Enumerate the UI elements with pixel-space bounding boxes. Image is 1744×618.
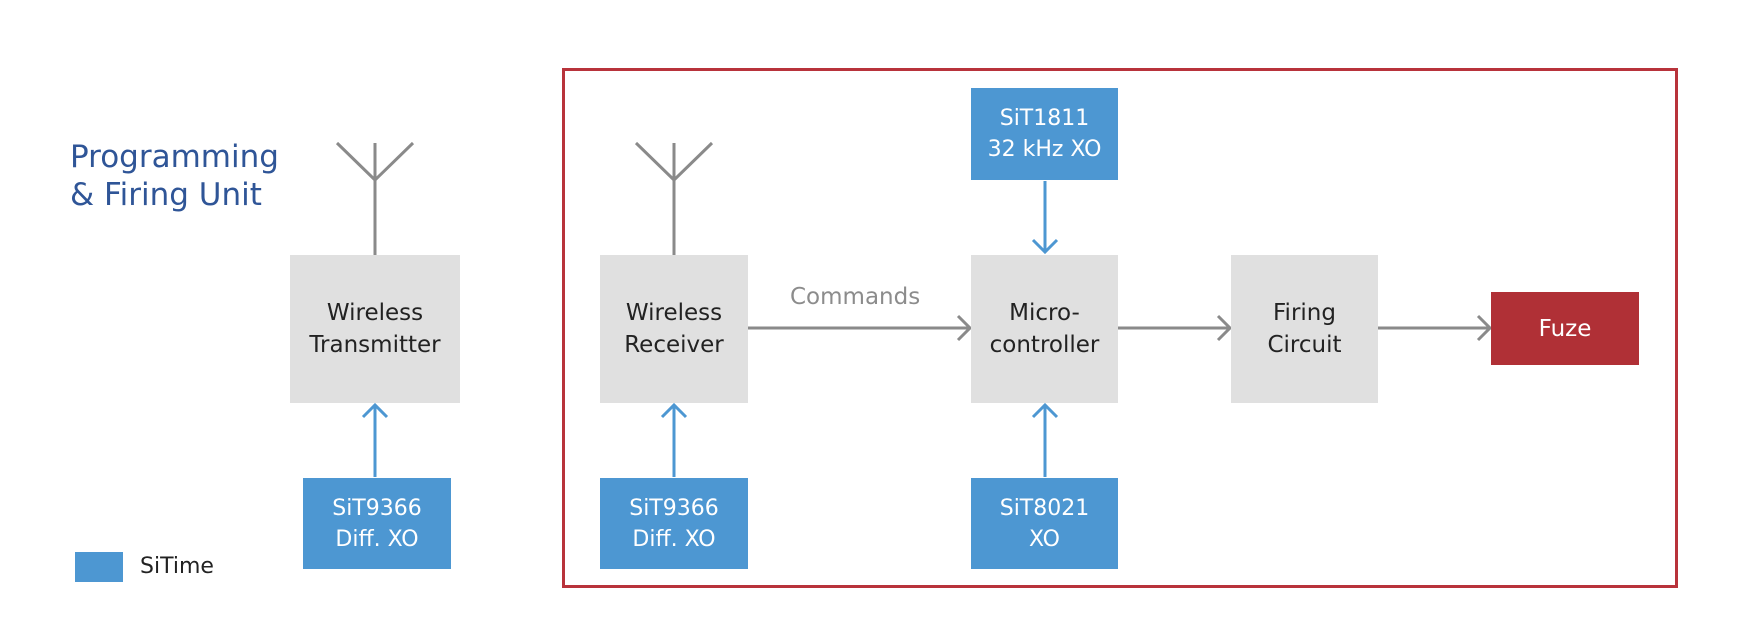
commands-label: Commands — [790, 284, 921, 310]
antenna-icon-receiver — [634, 141, 714, 255]
wireless-receiver-block: Wireless Receiver — [600, 255, 748, 403]
part-number: SiT9366 — [629, 495, 719, 521]
part-number: SiT9366 — [332, 495, 422, 521]
part-number: SiT1811 — [999, 106, 1090, 131]
block-label: Circuit — [1267, 332, 1342, 358]
arrow-receiver-to-mcu — [748, 314, 973, 342]
wireless-transmitter-block: Wireless Transmitter — [290, 255, 460, 403]
block-label: Wireless — [625, 300, 723, 326]
arrow-mcu-to-firing — [1118, 314, 1233, 342]
part-type: 32 kHz XO — [987, 137, 1102, 162]
block-label: Receiver — [624, 332, 724, 358]
block-label: Firing — [1273, 300, 1336, 326]
legend-label: SiTime — [140, 554, 214, 579]
legend-swatch-sitime — [75, 552, 123, 582]
block-label: Transmitter — [309, 332, 441, 358]
arrow-mcuosc-to-mcu — [1031, 402, 1059, 477]
microcontroller-block: Micro- controller — [971, 255, 1118, 403]
antenna-icon-transmitter — [335, 141, 415, 255]
sitime-tx-oscillator: SiT9366 Diff. XO — [303, 478, 451, 569]
arrow-txosc-to-transmitter — [361, 402, 389, 477]
title-line-2: & Firing Unit — [70, 177, 262, 213]
block-label: Fuze — [1538, 315, 1592, 342]
block-label: controller — [989, 332, 1100, 358]
device-boundary-frame — [562, 68, 1678, 588]
part-type: Diff. XO — [632, 526, 716, 552]
part-type: Diff. XO — [335, 526, 419, 552]
sitime-rtc-oscillator: SiT1811 32 kHz XO — [971, 88, 1118, 180]
title-line-1: Programming — [70, 139, 279, 175]
part-type: XO — [1029, 526, 1060, 552]
arrow-firing-to-fuze — [1378, 314, 1493, 342]
diagram-title: Programming & Firing Unit — [70, 138, 279, 214]
sitime-mcu-oscillator: SiT8021 XO — [971, 478, 1118, 569]
arrow-rtcosc-to-mcu — [1031, 181, 1059, 255]
sitime-rx-oscillator: SiT9366 Diff. XO — [600, 478, 748, 569]
firing-circuit-block: Firing Circuit — [1231, 255, 1378, 403]
arrow-rxosc-to-receiver — [660, 402, 688, 477]
block-label: Wireless — [326, 300, 424, 326]
fuze-block: Fuze — [1491, 292, 1639, 365]
block-label: Micro- — [1009, 300, 1080, 326]
part-number: SiT8021 — [999, 495, 1090, 521]
